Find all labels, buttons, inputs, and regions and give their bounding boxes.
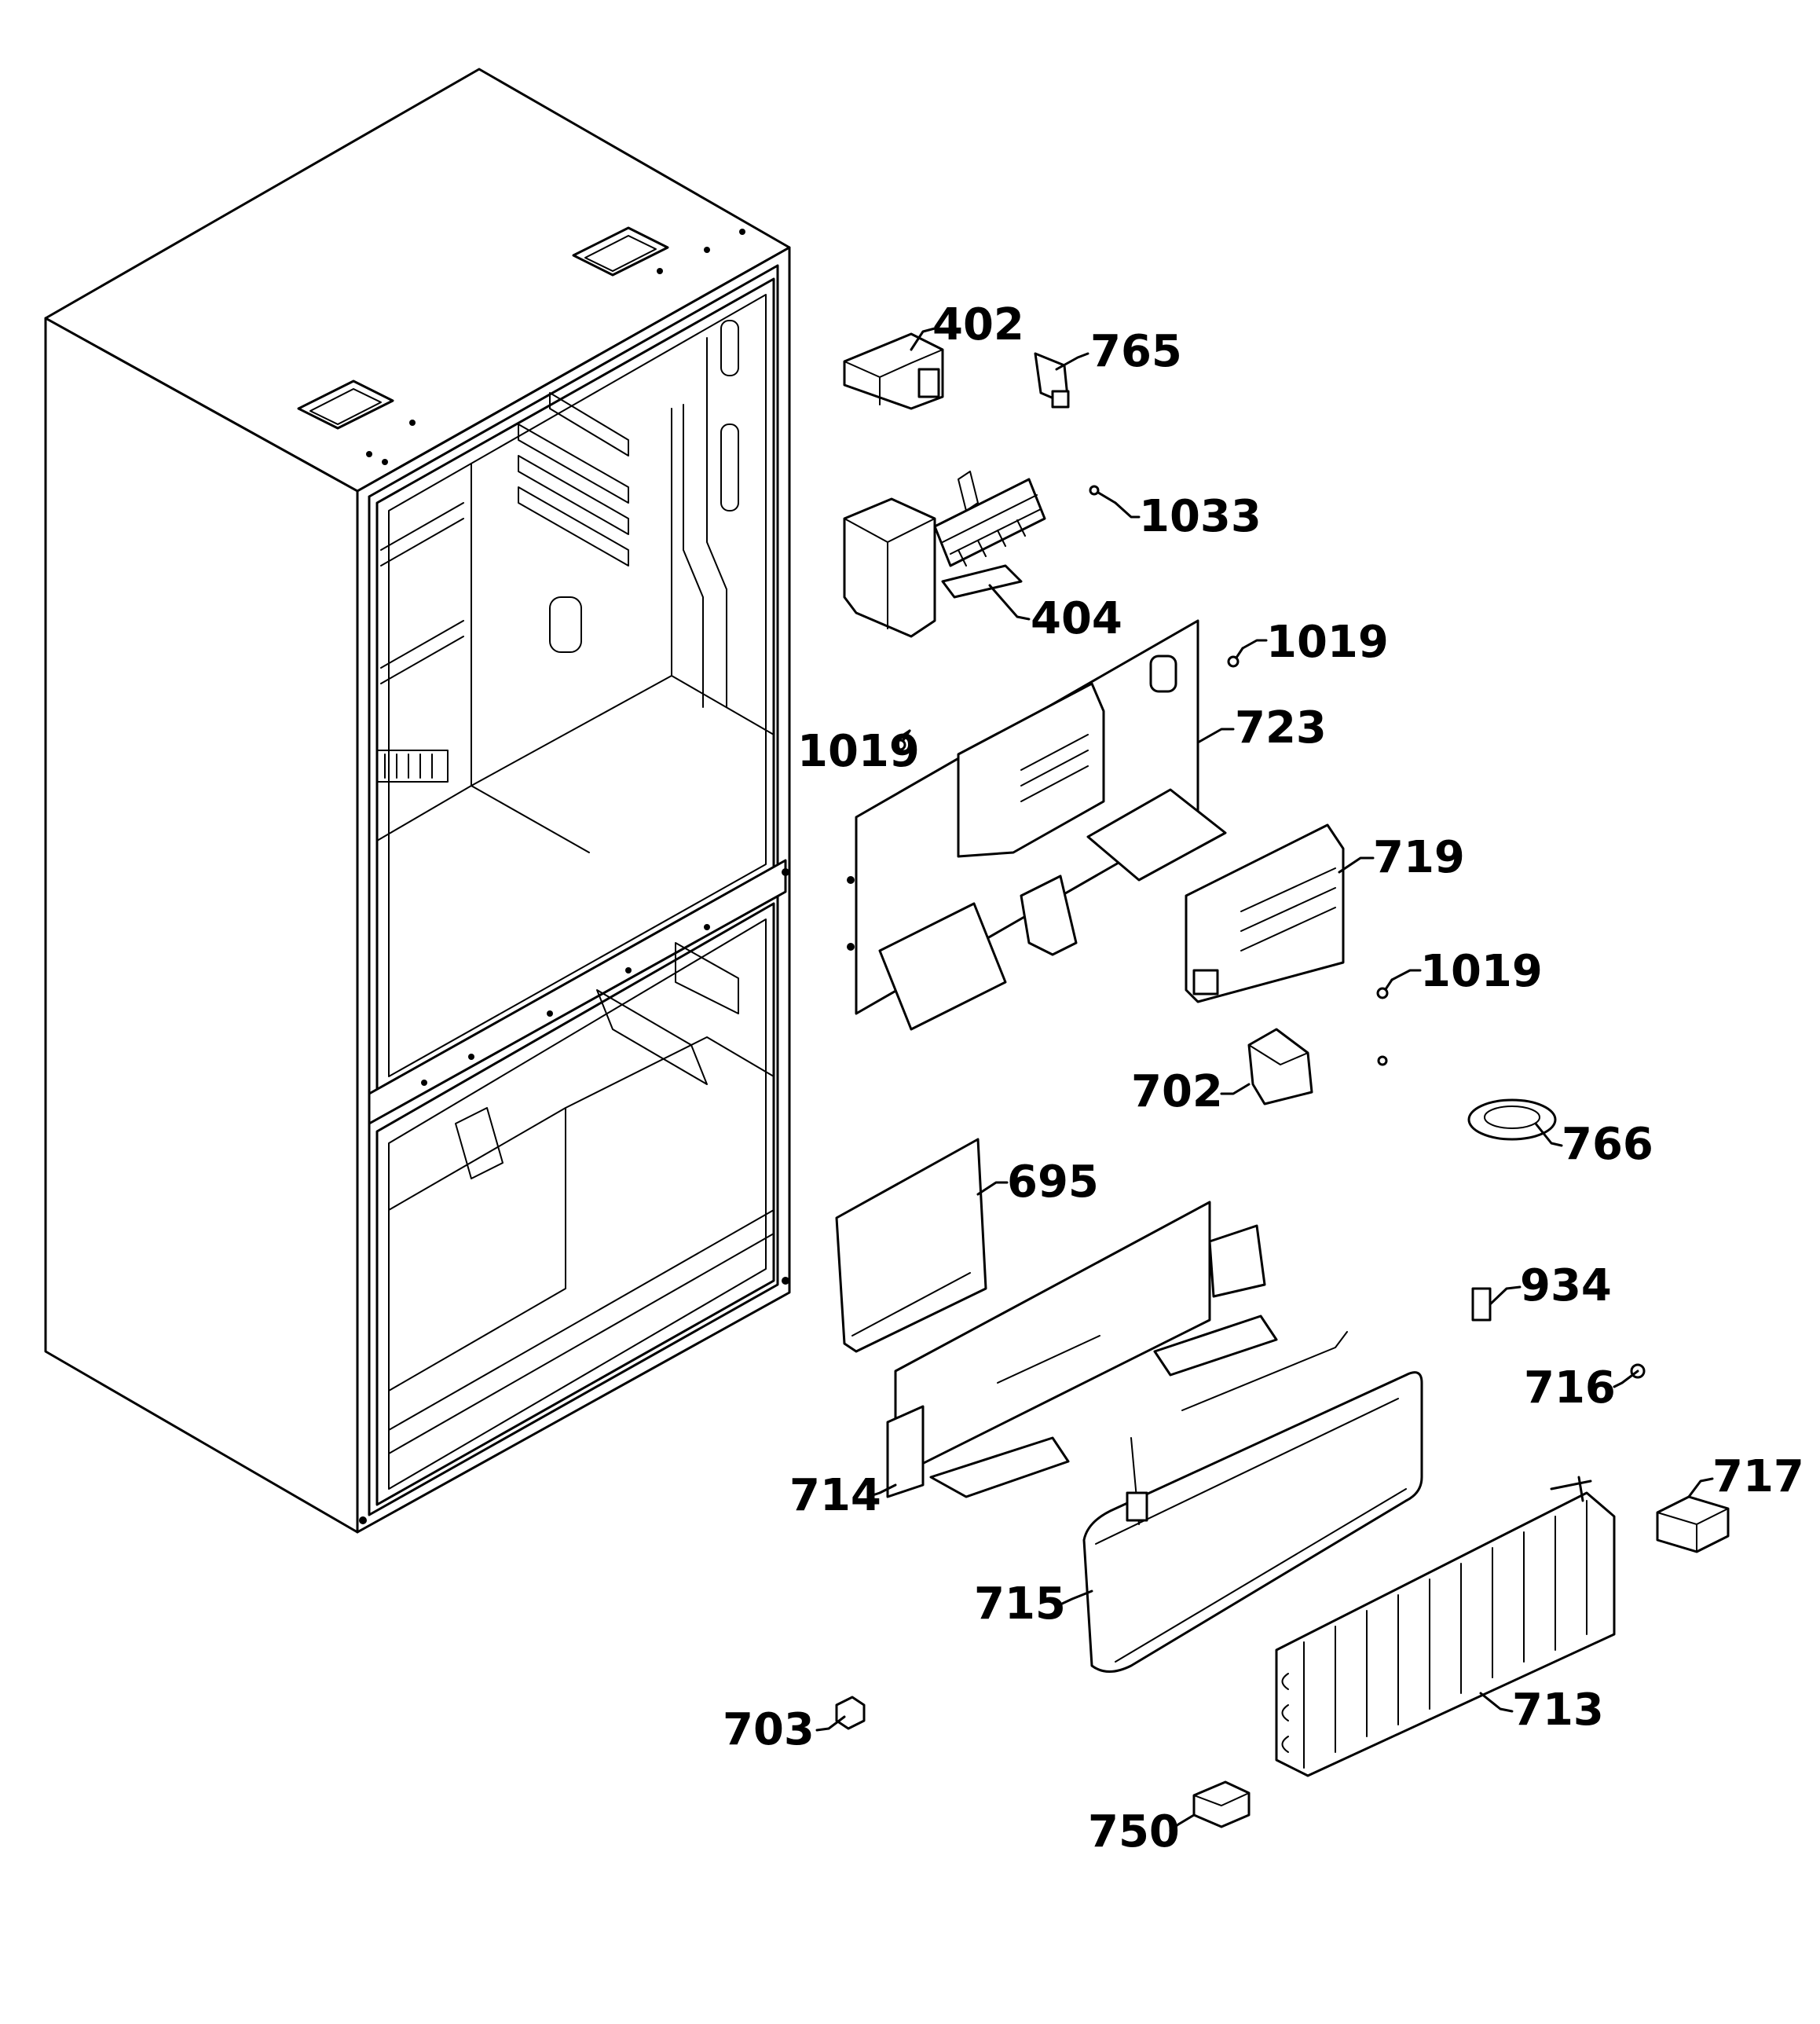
part-402-bracket [844, 334, 943, 409]
part-715-defrost-heater [1084, 1332, 1422, 1672]
part-717-block [1657, 1497, 1728, 1552]
part-765-tab [1035, 354, 1068, 407]
callout-402: 402 [932, 299, 1024, 350]
callout-723: 723 [1235, 702, 1327, 754]
callout-695: 695 [1007, 1157, 1099, 1208]
part-1033-screw [1090, 486, 1115, 503]
refrigerator-cabinet [46, 69, 789, 1532]
callout-713: 713 [1512, 1685, 1604, 1736]
part-719-fan-shroud [1186, 825, 1343, 1002]
callout-714: 714 [789, 1470, 881, 1521]
callout-765: 765 [1090, 326, 1182, 377]
callout-715: 715 [974, 1578, 1066, 1630]
part-703-switch [837, 1697, 864, 1729]
part-723-evaporator-cover [847, 621, 1225, 1029]
callout-719: 719 [1373, 832, 1465, 883]
part-404-ice-maker [844, 471, 1045, 636]
callout-labels: 402 765 1033 404 1019 1019 723 719 1019 … [723, 299, 1804, 1857]
callout-703: 703 [723, 1704, 815, 1755]
part-713-evaporator-coil [1276, 1477, 1614, 1776]
callout-717: 717 [1712, 1451, 1804, 1502]
callout-934: 934 [1520, 1260, 1612, 1311]
callout-1019-a: 1019 [1266, 617, 1389, 668]
callout-750: 750 [1088, 1806, 1180, 1857]
part-1019-screw-c [1378, 980, 1392, 1065]
part-766-light-housing [1469, 1100, 1555, 1139]
callout-702: 702 [1131, 1066, 1223, 1117]
callout-716: 716 [1524, 1362, 1616, 1414]
callout-404: 404 [1031, 593, 1122, 644]
callout-766: 766 [1562, 1119, 1653, 1170]
part-750-block [1194, 1782, 1249, 1827]
leader-lines [817, 328, 1712, 1831]
part-934-clip [1473, 1289, 1490, 1320]
part-1019-screw-a [1229, 648, 1243, 666]
part-695-panel [837, 1139, 986, 1351]
part-714-drain-trough [888, 1202, 1276, 1497]
callout-1019-b: 1019 [797, 726, 920, 777]
callout-1033: 1033 [1139, 491, 1262, 542]
part-702-cover [1249, 1029, 1312, 1104]
callout-1019-c: 1019 [1420, 946, 1543, 997]
